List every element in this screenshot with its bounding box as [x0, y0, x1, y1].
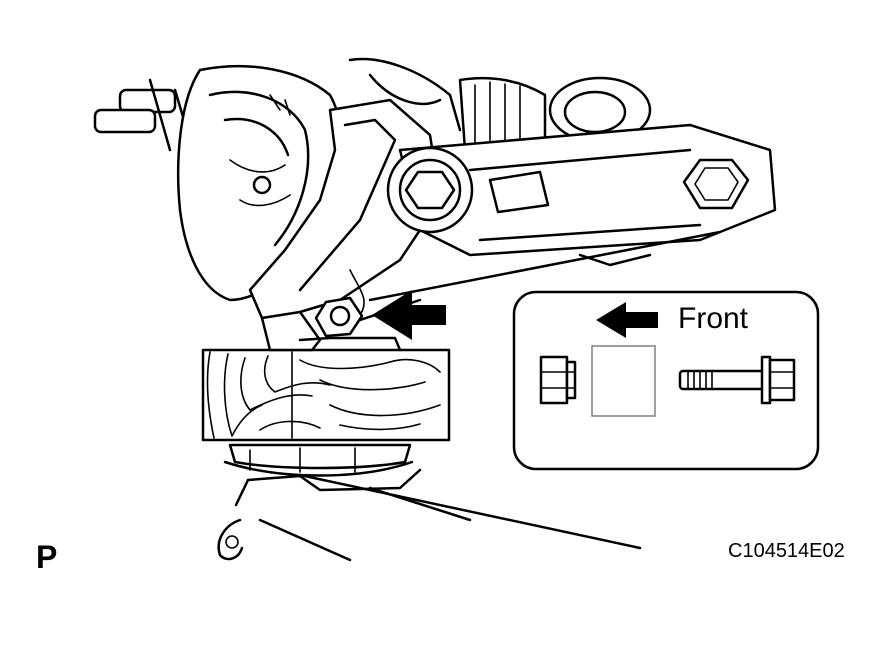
figure-code: C104514E02	[728, 540, 845, 562]
wood-block-icon	[201, 348, 451, 442]
legend-box: Front	[512, 290, 820, 471]
legend-block-icon	[591, 345, 656, 417]
legend-arrow-icon	[596, 302, 658, 338]
jack-saddle-drawing	[223, 443, 414, 477]
jack-arm-drawing	[217, 468, 642, 562]
nut-icon	[539, 355, 577, 405]
suspension-assembly-drawing	[93, 57, 777, 352]
bolt-icon	[678, 355, 796, 405]
arrow-left-icon	[372, 290, 446, 340]
corner-mark: P	[36, 539, 57, 575]
front-label: Front	[678, 302, 749, 335]
